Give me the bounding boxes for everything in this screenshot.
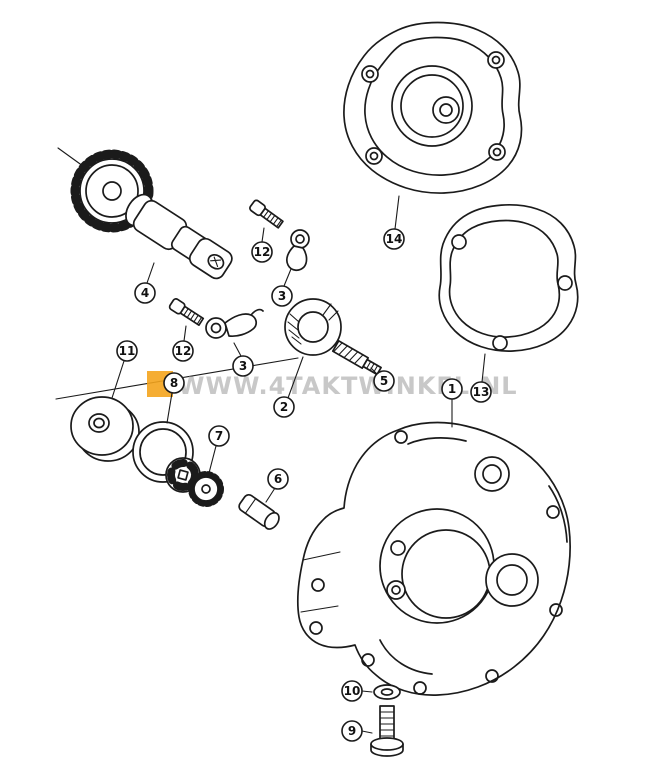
callout-balloon-7: [208, 425, 230, 447]
part-callout-3-lower: 3: [232, 355, 254, 377]
part-9-screw: [370, 705, 404, 757]
callout-number-1: 1: [448, 382, 456, 396]
part-callout-4: 4: [134, 282, 156, 304]
callout-leader-9: [361, 730, 373, 734]
callout-balloon-13: [470, 381, 492, 403]
callout-balloon-5: [373, 370, 395, 392]
part-callout-3-upper: 3: [271, 285, 293, 307]
part-callout-8: 8: [163, 372, 185, 394]
callout-leader-8: [166, 392, 173, 424]
callout-leader-2: [287, 356, 304, 399]
part-callout-12-lower: 12: [172, 340, 194, 362]
part-1-crankcase-cover: [296, 421, 571, 696]
part-callout-14: 14: [383, 228, 405, 250]
callout-number-3-upper: 3: [278, 289, 286, 303]
callout-leader-12-lower: [183, 325, 187, 342]
part-6-pin: [238, 493, 280, 530]
part-callout-11: 11: [116, 340, 138, 362]
callout-balloon-12-upper: [251, 241, 273, 263]
callout-number-8: 8: [170, 376, 178, 390]
part-callout-2: 2: [273, 396, 295, 418]
part-3-lever-upper: [285, 229, 310, 271]
callout-balloon-4: [134, 282, 156, 304]
part-callout-1: 1: [441, 378, 463, 400]
callout-balloon-9: [341, 720, 363, 742]
callout-balloon-3-lower: [232, 355, 254, 377]
callout-leader-13: [481, 353, 486, 383]
callout-balloon-6: [267, 468, 289, 490]
part-2-ring: [284, 298, 342, 356]
callout-leader-5: [370, 367, 378, 375]
part-11-washer: [70, 396, 140, 462]
part-14-pump-cover: [343, 21, 523, 194]
callout-leader-7: [208, 445, 217, 474]
part-callout-10: 10: [341, 680, 363, 702]
callout-balloon-1: [441, 378, 463, 400]
callout-number-4: 4: [141, 286, 149, 300]
callout-leader-4: [146, 262, 155, 284]
callout-balloon-12-lower: [172, 340, 194, 362]
callout-number-3-lower: 3: [239, 359, 247, 373]
part-12-screw-upper: [249, 199, 284, 229]
callout-leader-10: [361, 690, 373, 693]
callout-number-9: 9: [348, 724, 356, 738]
callout-balloon-8: [163, 372, 185, 394]
callout-number-14: 14: [386, 232, 403, 246]
part-10-washer: [373, 684, 401, 700]
callout-leader-6: [265, 487, 276, 503]
part-7-gear: [188, 471, 224, 507]
callout-leader-3-lower: [233, 342, 242, 357]
part-4-camshaft-sprocket: [70, 149, 233, 280]
part-callout-5: 5: [373, 370, 395, 392]
callout-balloon-10: [341, 680, 363, 702]
callout-leader-14: [394, 195, 400, 230]
part-callout-12-upper: 12: [251, 241, 273, 263]
part-callout-6: 6: [267, 468, 289, 490]
callout-number-13: 13: [473, 385, 490, 399]
part-3-lever-lower: [205, 308, 264, 339]
callout-balloon-14: [383, 228, 405, 250]
callout-leader-11: [111, 360, 125, 399]
callout-balloon-2: [273, 396, 295, 418]
callout-balloon-3-upper: [271, 285, 293, 307]
part-12-screw-lower: [168, 298, 205, 327]
part-callout-9: 9: [341, 720, 363, 742]
callout-number-6: 6: [274, 472, 282, 486]
callout-number-10: 10: [344, 684, 361, 698]
callout-number-5: 5: [380, 374, 388, 388]
watermark-text: WWW.4TAKTWINKEL.NL: [178, 372, 518, 400]
callout-balloon-11: [116, 340, 138, 362]
callout-number-11: 11: [119, 344, 136, 358]
callout-leader-3-upper: [283, 268, 292, 287]
callout-number-7: 7: [215, 429, 223, 443]
part-13-gasket: [438, 204, 579, 352]
part-5-stud: [331, 339, 382, 376]
callout-number-12-lower: 12: [175, 344, 192, 358]
part-callout-13: 13: [470, 381, 492, 403]
part-callout-7: 7: [208, 425, 230, 447]
callout-leader-12-upper: [261, 227, 265, 243]
callout-number-2: 2: [280, 400, 288, 414]
callout-number-12-upper: 12: [254, 245, 271, 259]
